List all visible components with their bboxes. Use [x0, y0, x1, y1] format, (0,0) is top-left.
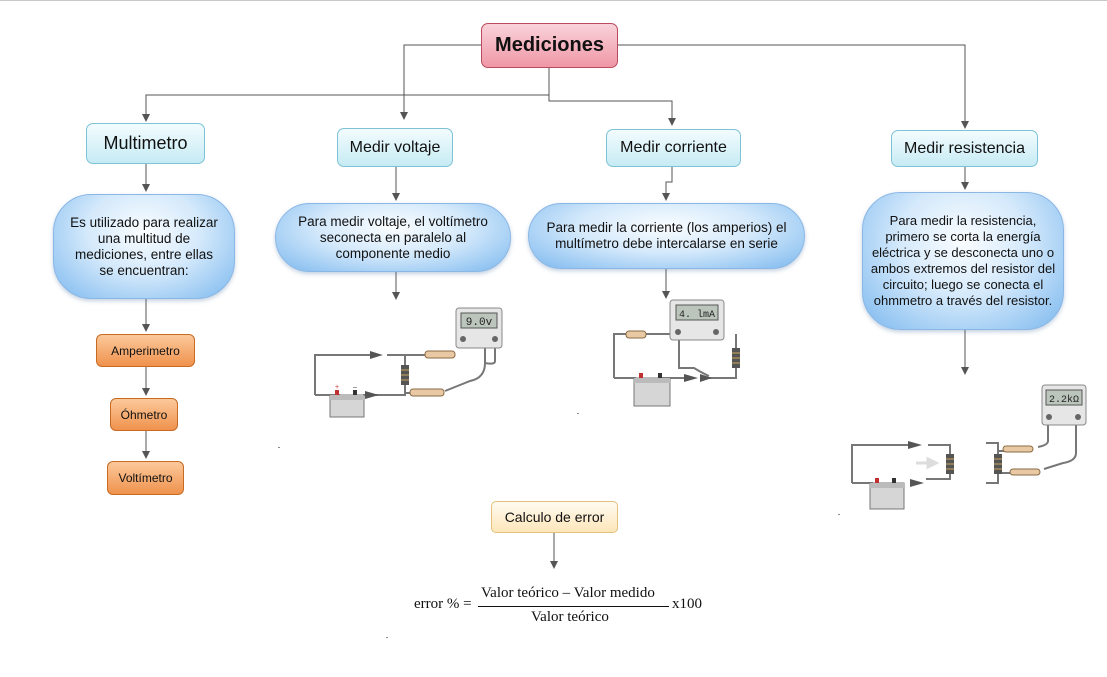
top-border	[0, 0, 1107, 1]
fraction-bar	[478, 606, 669, 607]
topic-medir-resistencia: Medir resistencia	[891, 130, 1038, 167]
topic-multimetro: Multimetro	[86, 123, 205, 164]
instrument-amperimetro: Amperimetro	[96, 334, 195, 367]
current-circuit-illustration: 4. lmA	[613, 299, 740, 407]
connector-root-voltaje	[400, 44, 481, 120]
connector-root-multimetro	[142, 68, 550, 122]
voltage-circuit-illustration: + – 9.0v	[314, 307, 503, 418]
instrument-voltimetro: Voltímetro	[107, 461, 184, 495]
bubble-voltaje: Para medir voltaje, el voltímetro secone…	[275, 203, 511, 272]
connector-corriente-bubble	[662, 167, 673, 201]
formula-numerator: Valor teórico – Valor medido	[481, 585, 655, 601]
connector-root-corriente	[548, 95, 676, 126]
bubble-corriente: Para medir la corriente (los amperios) e…	[528, 203, 805, 269]
stray-mark	[838, 514, 840, 515]
resistance-circuit-illustration: 2.2kΩ	[851, 384, 1087, 510]
stray-mark	[386, 637, 388, 638]
svg-text:+: +	[335, 384, 339, 391]
resistance-meter-display: 2.2kΩ	[1049, 394, 1079, 406]
error-calc-node: Calculo de error	[491, 501, 618, 533]
root-node-mediciones: Mediciones	[481, 23, 618, 68]
instrument-ohmetro: Óhmetro	[110, 398, 178, 431]
formula-multiplier: x100	[672, 596, 702, 612]
formula-lhs: error % =	[414, 596, 472, 612]
stray-mark	[577, 413, 579, 414]
svg-text:–: –	[353, 384, 357, 391]
connector-root-resistencia	[618, 44, 969, 129]
bubble-multimetro: Es utilizado para realizar una multitud …	[53, 194, 235, 299]
current-meter-display: 4. lmA	[679, 309, 715, 321]
topic-medir-corriente: Medir corriente	[606, 129, 741, 167]
stray-mark	[278, 447, 280, 448]
bubble-resistencia: Para medir la resistencia, primero se co…	[862, 192, 1064, 330]
voltage-meter-display: 9.0v	[466, 317, 493, 329]
formula-denominator: Valor teórico	[531, 609, 609, 625]
topic-medir-voltaje: Medir voltaje	[337, 128, 453, 167]
